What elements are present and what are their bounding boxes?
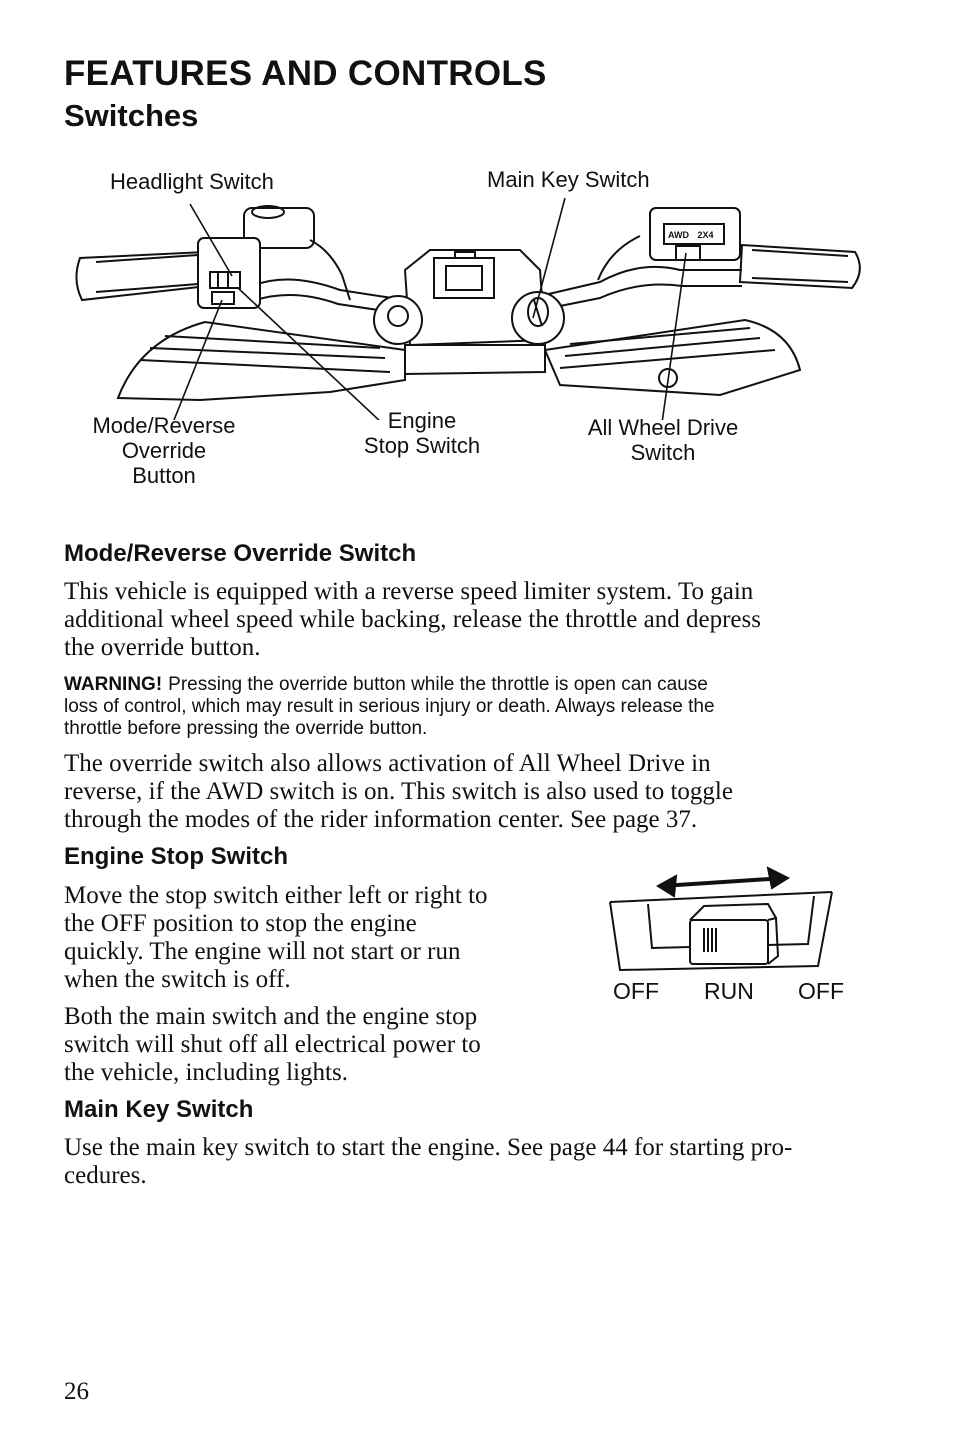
label-awd-switch: All Wheel Drive Switch — [574, 415, 752, 465]
label-line: Mode/Reverse — [92, 413, 236, 438]
text-line: quickly. The engine will not start or ru… — [64, 938, 461, 965]
page-title: FEATURES AND CONTROLS — [64, 54, 547, 93]
paragraph-mode-reverse-1: This vehicle is equipped with a reverse … — [64, 578, 884, 662]
paragraph-main-key: Use the main key switch to start the eng… — [64, 1134, 884, 1190]
label-line: Engine — [387, 408, 457, 433]
text-line: switch will shut off all electrical powe… — [64, 1031, 481, 1058]
label-line: Button — [132, 463, 196, 488]
heading-mode-reverse: Mode/Reverse Override Switch — [64, 540, 417, 567]
label-headlight-switch: Headlight Switch — [110, 169, 274, 194]
text-line: additional wheel speed while backing, re… — [64, 606, 761, 633]
diagram-switch-text: AWD 2X4 — [668, 230, 714, 240]
text-line: The override switch also allows activati… — [64, 750, 711, 777]
text-line: Both the main switch and the engine stop — [64, 1003, 478, 1030]
position-run: RUN — [704, 978, 754, 1004]
heading-engine-stop: Engine Stop Switch — [64, 843, 289, 870]
text-line: reverse, if the AWD switch is on. This s… — [64, 778, 733, 805]
handlebar-diagram — [75, 197, 861, 420]
text-line: throttle before pressing the override bu… — [64, 718, 428, 739]
paragraph-engine-stop-2: Both the main switch and the engine stop… — [64, 1003, 534, 1087]
awd-text: AWD — [668, 230, 689, 240]
section-title: Switches — [64, 98, 199, 133]
label-mode-reverse-button: Mode/Reverse Override Button — [82, 413, 246, 488]
position-off-right: OFF — [798, 978, 844, 1004]
position-off-left: OFF — [613, 978, 659, 1004]
text-line: This vehicle is equipped with a reverse … — [64, 578, 754, 605]
warning-label: WARNING! — [64, 674, 163, 695]
label-line: Override — [121, 438, 207, 463]
2x4-text: 2X4 — [697, 230, 714, 240]
heading-main-key: Main Key Switch — [64, 1096, 254, 1123]
text-line: Pressing the override button while the t… — [168, 674, 708, 695]
text-line: when the switch is off. — [64, 966, 291, 993]
label-main-key-switch: Main Key Switch — [487, 167, 650, 192]
stop-switch-illustration — [609, 866, 833, 972]
label-engine-stop-switch: Engine Stop Switch — [354, 408, 490, 458]
text-line: Move the stop switch either left or righ… — [64, 882, 488, 909]
label-line: All Wheel Drive — [587, 415, 739, 440]
text-line: through the modes of the rider informati… — [64, 806, 698, 833]
label-line: Switch — [630, 440, 696, 465]
text-line: Use the main key switch to start the eng… — [64, 1134, 793, 1161]
text-line: cedures. — [64, 1162, 147, 1189]
warning-block: WARNING!Pressing the override button whi… — [64, 674, 864, 740]
text-line: the override button. — [64, 634, 261, 661]
text-line: loss of control, which may result in ser… — [64, 696, 715, 717]
paragraph-engine-stop-1: Move the stop switch either left or righ… — [64, 882, 534, 994]
paragraph-mode-reverse-2: The override switch also allows activati… — [64, 750, 884, 834]
label-line: Stop Switch — [363, 433, 481, 458]
text-line: the vehicle, including lights. — [64, 1059, 348, 1086]
text-line: the OFF position to stop the engine — [64, 910, 417, 937]
page-number: 26 — [64, 1378, 89, 1405]
